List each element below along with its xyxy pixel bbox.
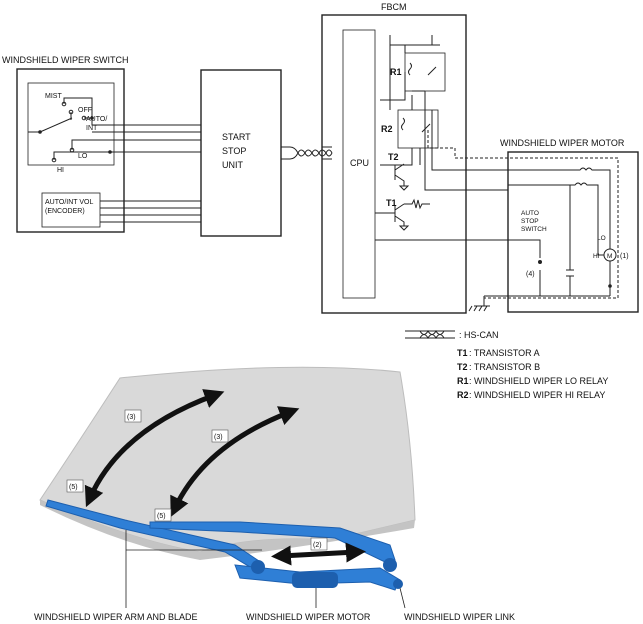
ssu-label-3: UNIT xyxy=(222,160,243,170)
label-arm-blade: WINDSHIELD WIPER ARM AND BLADE xyxy=(34,612,198,622)
sweep-arrow-right xyxy=(170,406,300,518)
ssu-label-2: STOP xyxy=(222,146,246,156)
hi-label: HI xyxy=(57,167,64,174)
switch-node-a xyxy=(90,116,94,120)
auto-int-label-1: AUTO/ xyxy=(86,116,107,123)
relay-r1-label: R1 xyxy=(390,67,402,77)
leader-lines xyxy=(125,530,406,609)
switch-to-ssu-wires xyxy=(100,124,201,223)
legend-hs-can-symbol xyxy=(405,329,455,340)
legend-r2-value: : WINDSHIELD WIPER HI RELAY xyxy=(469,390,605,400)
cpu-label: CPU xyxy=(350,158,369,168)
motor-m-label: M xyxy=(607,253,612,260)
callout-3b: (3) xyxy=(214,434,223,441)
wiper-switch-inner-box xyxy=(27,82,115,166)
fbcm-box xyxy=(321,14,467,314)
legend-hs-can: : HS-CAN xyxy=(459,330,499,340)
mist-label: MIST xyxy=(45,93,62,100)
callout-4: (4) xyxy=(526,271,535,278)
dashed-signal-line xyxy=(427,130,619,299)
autostop-label-2: STOP xyxy=(521,218,539,225)
ssu-label-1: START xyxy=(222,132,251,142)
wiper-pivot-left xyxy=(251,560,265,574)
start-stop-unit: START STOP UNIT xyxy=(200,69,282,237)
relay-r2-box xyxy=(397,109,439,149)
fbcm-internal-wiring xyxy=(375,35,560,241)
motor-hi-label: HI xyxy=(593,253,600,260)
motor-node xyxy=(608,284,612,288)
legend: : HS-CAN T1 : TRANSISTOR A T2 : TRANSIST… xyxy=(405,329,608,400)
windshield-illustration: (3) (3) (5) (5) (2) WINDSHIELD WIPER ARM… xyxy=(34,366,515,622)
relay-r1-box xyxy=(404,52,446,92)
wiper-switch-block: WINDSHIELD WIPER SWITCH AUTO/INT VOL (EN… xyxy=(2,55,129,233)
legend-r2-key: R2 xyxy=(457,390,469,400)
encoder-label-1: AUTO/INT VOL xyxy=(45,199,93,206)
legend-t2-value: : TRANSISTOR B xyxy=(469,362,540,372)
motor-box xyxy=(507,151,639,313)
encoder-box xyxy=(41,192,101,228)
t1-label: T1 xyxy=(386,198,397,208)
callout-3b-box xyxy=(211,429,229,443)
ground-symbol xyxy=(468,296,490,312)
wiring-schematic: WINDSHIELD WIPER SWITCH AUTO/INT VOL (EN… xyxy=(2,2,639,400)
wiper-motor-body xyxy=(292,572,338,588)
legend-r1-value: : WINDSHIELD WIPER LO RELAY xyxy=(469,376,608,386)
switch-internal-wiring xyxy=(28,97,114,160)
fbcm-title: FBCM xyxy=(381,2,407,12)
link-stroke-arrow xyxy=(271,542,366,566)
label-link: WINDSHIELD WIPER LINK xyxy=(404,612,515,622)
hs-can-twisted-pair xyxy=(281,146,333,160)
sweep-arrow-left xyxy=(84,389,225,508)
wiper-motor-block: WINDSHIELD WIPER MOTOR AUTO STOP SWITCH … xyxy=(484,138,639,313)
encoder-label-2: (ENCODER) xyxy=(45,208,85,215)
motor-lo-label: LO xyxy=(597,235,606,242)
transistor-t2 xyxy=(394,163,410,191)
motor-title: WINDSHIELD WIPER MOTOR xyxy=(500,138,625,148)
t2-label: T2 xyxy=(388,152,399,162)
callout-5b: (5) xyxy=(157,513,166,520)
legend-t2-key: T2 xyxy=(457,362,468,372)
autostop-contact xyxy=(538,260,542,264)
legend-t1-value: : TRANSISTOR A xyxy=(469,348,540,358)
cpu-box xyxy=(342,29,376,299)
motor-internal-wiring xyxy=(484,167,611,297)
transistor-t1 xyxy=(394,198,430,231)
wiper-pivot-right xyxy=(383,558,397,572)
autostop-label-3: SWITCH xyxy=(521,226,547,233)
label-motor: WINDSHIELD WIPER MOTOR xyxy=(246,612,371,622)
relay-coils xyxy=(401,62,437,133)
callout-5b-box xyxy=(154,508,172,522)
lo-label: LO xyxy=(78,153,88,160)
callout-3a: (3) xyxy=(127,414,136,421)
callout-2: (2) xyxy=(313,542,322,549)
legend-r1-key: R1 xyxy=(457,376,469,386)
legend-t1-key: T1 xyxy=(457,348,468,358)
callout-2-box xyxy=(310,537,328,551)
switch-lever xyxy=(39,117,73,133)
auto-int-label-2: INT xyxy=(86,125,98,132)
wiper-switch-title: WINDSHIELD WIPER SWITCH xyxy=(2,55,129,65)
callout-3a-box xyxy=(124,409,142,423)
off-label: OFF xyxy=(78,107,92,114)
autostop-label-1: AUTO xyxy=(521,210,539,217)
fbcm-block: FBCM CPU R1 R2 T2 T1 xyxy=(321,2,560,314)
wiper-switch-box xyxy=(16,68,125,233)
wiper-arms xyxy=(45,499,403,591)
callout-5a-box xyxy=(66,479,84,493)
ssu-box xyxy=(200,69,282,237)
callout-1: (1) xyxy=(620,253,629,260)
wiper-pivot-right-2 xyxy=(393,579,403,589)
callout-5a: (5) xyxy=(69,484,78,491)
relay-r2-label: R2 xyxy=(381,124,393,134)
